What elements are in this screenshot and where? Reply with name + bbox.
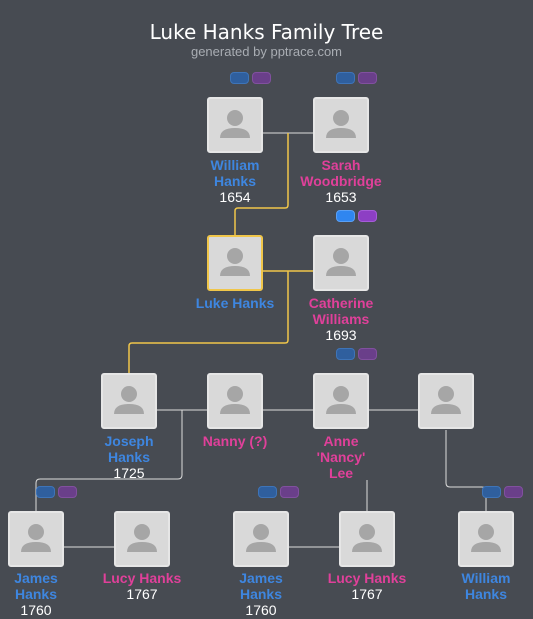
expand-maternal-button[interactable] xyxy=(358,210,377,222)
person-silhouette-icon xyxy=(431,386,461,414)
person-birth-year: 1760 xyxy=(20,602,52,618)
person-card-luke-hanks[interactable] xyxy=(207,235,263,291)
person-card-anne-nancy-lee[interactable] xyxy=(313,373,369,429)
person-silhouette-icon xyxy=(471,524,501,552)
expand-paternal-button[interactable] xyxy=(36,486,55,498)
page-subtitle: generated by pptrace.com xyxy=(190,44,343,59)
person-birth-year: 1725 xyxy=(113,465,145,481)
person-name[interactable]: Anne 'Nancy' Lee xyxy=(316,433,366,481)
expand-paternal-button[interactable] xyxy=(482,486,501,498)
person-silhouette-icon xyxy=(220,386,250,414)
person-name[interactable]: William Hanks xyxy=(210,157,260,189)
person-name[interactable]: William Hanks xyxy=(461,570,511,602)
person-card-william-hanks-b[interactable] xyxy=(458,511,514,567)
expand-paternal-button[interactable] xyxy=(336,210,355,222)
descent-line xyxy=(35,410,183,511)
page-title: Luke Hanks Family Tree xyxy=(149,20,384,44)
person-birth-year: 1767 xyxy=(126,586,158,602)
expand-maternal-button[interactable] xyxy=(280,486,299,498)
descent-line-highlight xyxy=(128,271,289,373)
person-silhouette-icon xyxy=(127,524,157,552)
expand-paternal-button[interactable] xyxy=(336,348,355,360)
person-name[interactable]: Joseph Hanks xyxy=(104,433,154,465)
descent-line-highlight xyxy=(234,133,289,235)
person-card-lucy-hanks-a[interactable] xyxy=(114,511,170,567)
person-card-william-hanks-1654[interactable] xyxy=(207,97,263,153)
person-card-joseph-hanks[interactable] xyxy=(101,373,157,429)
person-card-nanny[interactable] xyxy=(207,373,263,429)
person-card-lucy-hanks-b[interactable] xyxy=(339,511,395,567)
person-silhouette-icon xyxy=(326,386,356,414)
person-name[interactable]: Sarah Woodbridge xyxy=(300,157,382,189)
person-name[interactable]: Catherine Williams xyxy=(308,295,374,327)
person-card-james-hanks-a[interactable] xyxy=(8,511,64,567)
person-silhouette-icon xyxy=(326,248,356,276)
expand-paternal-button[interactable] xyxy=(336,72,355,84)
person-card-unknown-spouse[interactable] xyxy=(418,373,474,429)
expand-paternal-button[interactable] xyxy=(258,486,277,498)
person-silhouette-icon xyxy=(326,110,356,138)
person-name[interactable]: James Hanks xyxy=(239,570,283,602)
expand-maternal-button[interactable] xyxy=(358,72,377,84)
person-name[interactable]: Lucy Hanks xyxy=(327,570,407,586)
person-silhouette-icon xyxy=(21,524,51,552)
expand-maternal-button[interactable] xyxy=(252,72,271,84)
person-birth-year: 1760 xyxy=(245,602,277,618)
person-birth-year: 1654 xyxy=(219,189,251,205)
person-card-sarah-woodbridge[interactable] xyxy=(313,97,369,153)
person-silhouette-icon xyxy=(352,524,382,552)
person-birth-year: 1693 xyxy=(325,327,357,343)
person-silhouette-icon xyxy=(246,524,276,552)
expand-paternal-button[interactable] xyxy=(230,72,249,84)
person-silhouette-icon xyxy=(220,248,250,276)
person-birth-year: 1767 xyxy=(351,586,383,602)
person-silhouette-icon xyxy=(114,386,144,414)
expand-maternal-button[interactable] xyxy=(358,348,377,360)
person-birth-year: 1653 xyxy=(325,189,357,205)
person-name[interactable]: Nanny (?) xyxy=(202,433,268,449)
person-name[interactable]: Lucy Hanks xyxy=(102,570,182,586)
person-card-james-hanks-b[interactable] xyxy=(233,511,289,567)
person-name[interactable]: Luke Hanks xyxy=(195,295,275,311)
person-silhouette-icon xyxy=(220,110,250,138)
expand-maternal-button[interactable] xyxy=(504,486,523,498)
person-name[interactable]: James Hanks xyxy=(14,570,58,602)
person-card-catherine-williams[interactable] xyxy=(313,235,369,291)
descent-line xyxy=(445,430,487,511)
expand-maternal-button[interactable] xyxy=(58,486,77,498)
